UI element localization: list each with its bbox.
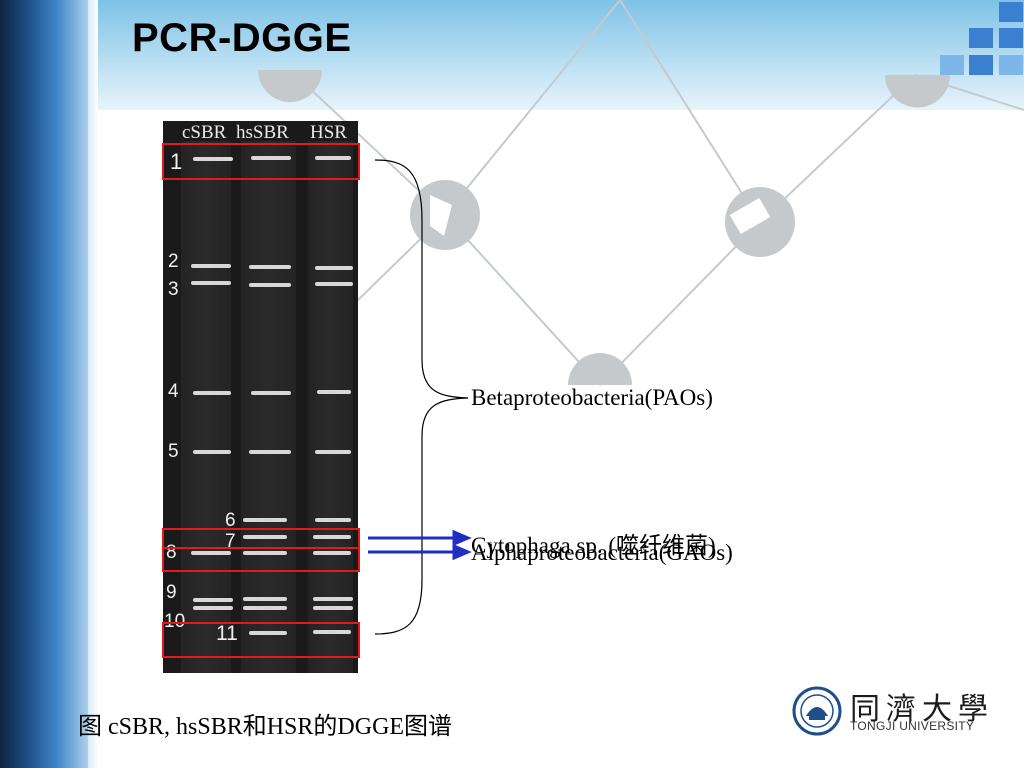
tile (999, 28, 1023, 48)
band-number: 10 (164, 611, 186, 632)
title-band (92, 0, 1024, 110)
highlight-box-band-11 (162, 622, 360, 658)
logo-english: TONGJI UNIVERSITY (850, 719, 975, 733)
band-number: 8 (166, 542, 177, 563)
left-gradient-bar (0, 0, 92, 768)
tile (999, 55, 1023, 75)
band-number: 1 (170, 149, 183, 174)
band-number: 4 (168, 381, 179, 402)
dgge-gel-image (163, 121, 358, 673)
band-number: 7 (225, 531, 236, 552)
annotation-cytophaga: Cytophaga sp. (噬纤维菌) (471, 533, 716, 558)
lane-label-csbr: cSBR (182, 122, 227, 143)
lane-label-hssbr: hsSBR (236, 122, 289, 143)
band-number: 11 (216, 622, 238, 645)
band-number: 5 (168, 441, 179, 462)
tile (999, 2, 1023, 22)
logo-chinese: 同濟大學 (850, 692, 994, 727)
annotation-alphaproteobacteria: Alphaproteobacteria(GAOs) (471, 540, 733, 565)
corner-tiles (0, 0, 1024, 110)
gel-bands (181, 141, 353, 673)
tongji-seal-icon (792, 686, 842, 736)
lane-label-hsr: HSR (310, 122, 347, 143)
highlight-box-band-8 (162, 547, 360, 572)
highlight-box-band-1 (162, 143, 360, 180)
tile (969, 28, 993, 48)
slide-title: PCR-DGGE (132, 16, 352, 60)
band-number: 3 (168, 279, 179, 300)
band-number: 6 (225, 510, 236, 531)
annotation-betaproteobacteria: Betaproteobacteria(PAOs) (471, 385, 713, 410)
tile (940, 55, 964, 75)
figure-caption: 图 cSBR, hsSBR和HSR的DGGE图谱 (78, 714, 453, 740)
left-bar-edge (88, 0, 98, 768)
tile (969, 55, 993, 75)
band-number: 9 (166, 582, 177, 603)
band-number: 2 (168, 251, 179, 272)
